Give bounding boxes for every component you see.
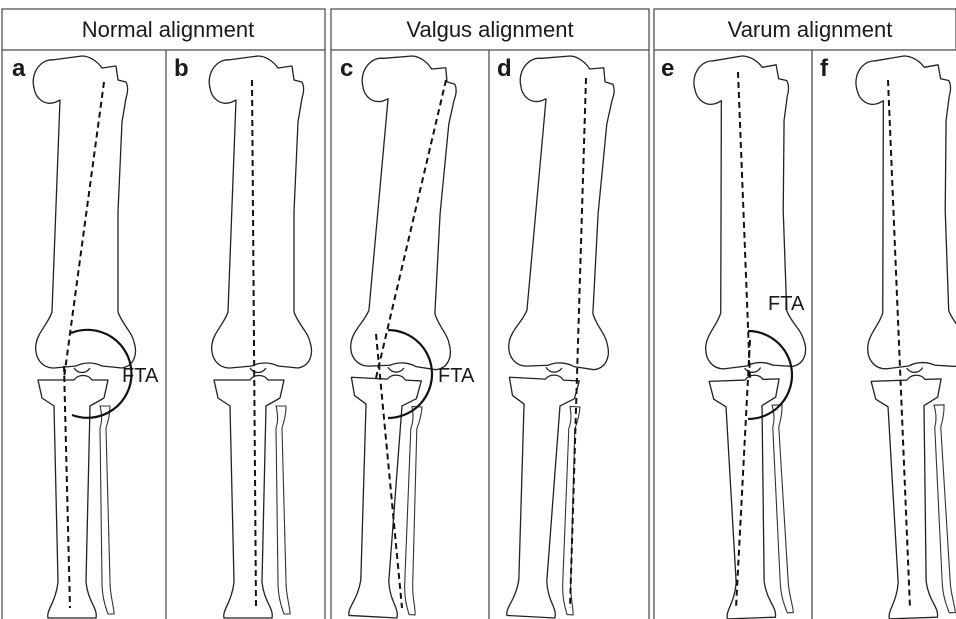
leg-f (855, 54, 956, 619)
group-title-normal: Normal alignment (82, 17, 254, 42)
panel-label-b: b (174, 55, 189, 82)
panel-label-a: a (12, 55, 26, 82)
leg-a (33, 56, 135, 618)
leg-d (492, 53, 624, 619)
fta-label-e: FTA (768, 293, 805, 315)
leg-e (693, 54, 815, 619)
fta-label-c: FTA (438, 365, 475, 387)
group-title-varum: Varum alignment (728, 17, 893, 42)
panel-label-e: e (661, 55, 674, 82)
leg-b (209, 56, 311, 618)
group-title-valgus: Valgus alignment (406, 17, 573, 42)
fta-label-a: FTA (122, 365, 159, 387)
panel-label-d: d (497, 55, 512, 82)
panel-label-c: c (340, 55, 353, 82)
panel-label-f: f (820, 55, 829, 82)
leg-c (334, 53, 466, 619)
